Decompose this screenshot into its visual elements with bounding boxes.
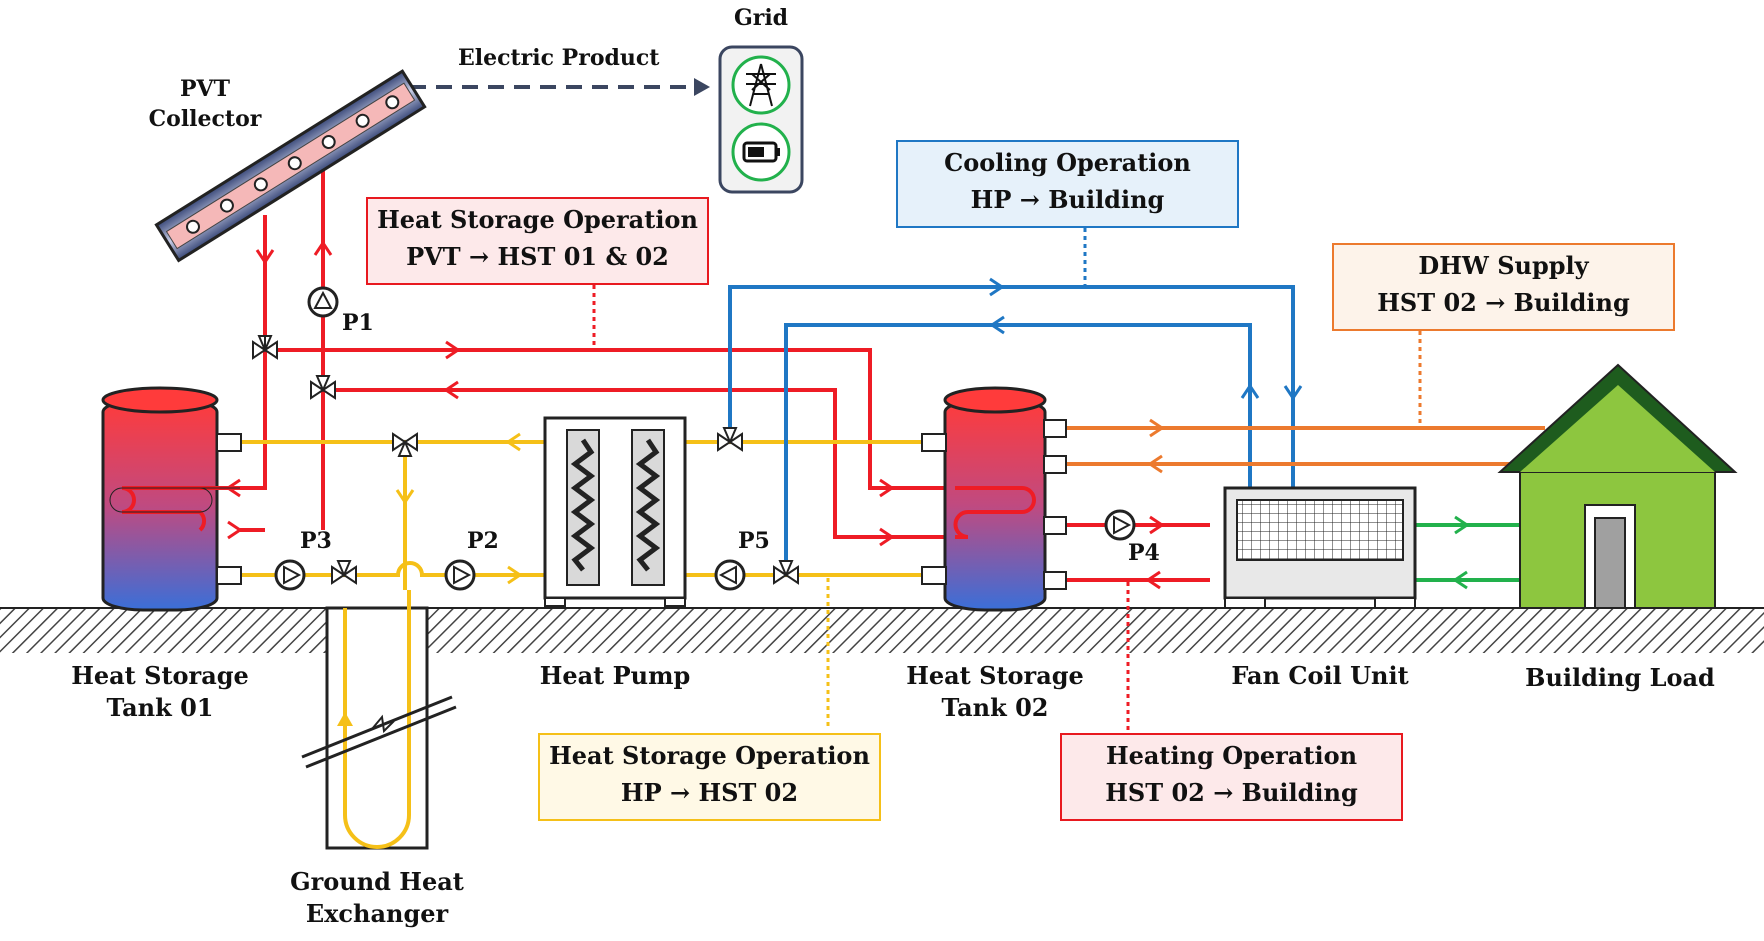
op-heat-storage-hp: Heat Storage Operation HP → HST 02: [538, 733, 881, 821]
op-heat-storage-pvt: Heat Storage Operation PVT → HST 01 & 02: [366, 197, 709, 285]
op-cooling-flow: HP → Building: [970, 185, 1165, 214]
grid-label: Grid: [733, 5, 789, 31]
valve-icon: [252, 335, 799, 585]
pump-icon: [274, 286, 1136, 591]
ghe-label-line1: Ground Heat: [290, 867, 464, 896]
op-heat-storage-hp-flow: HP → HST 02: [620, 778, 799, 807]
heat-pump: [543, 416, 687, 607]
pump-label-p3: P3: [300, 528, 332, 554]
ghe-label-line2: Exchanger: [305, 899, 449, 928]
break-symbol: [301, 695, 457, 769]
heat-pump-label: Heat Pump: [539, 661, 691, 690]
dhw-pipes: [1065, 426, 1545, 466]
battery-icon: [742, 141, 780, 163]
pvt-label-line1: PVT: [180, 76, 230, 102]
tank-01: [101, 386, 242, 612]
grid-box: [718, 45, 804, 194]
ground-hatch: [0, 608, 1764, 653]
hst01-label: Heat Storage Tank 01: [65, 660, 255, 724]
pvt-label-line2: Collector: [148, 106, 262, 132]
op-heat-storage-hp-title: Heat Storage Operation: [549, 741, 870, 770]
pump-label-p4: P4: [1128, 540, 1160, 566]
op-heating-flow: HST 02 → Building: [1105, 778, 1358, 807]
electric-product-label: Electric Product: [458, 45, 660, 71]
pump-label-p2: P2: [467, 528, 499, 554]
tank-02: [921, 386, 1067, 612]
hst02-label: Heat Storage Tank 02: [900, 660, 1090, 724]
cooling-pipes: [728, 285, 1295, 575]
op-dhw: DHW Supply HST 02 → Building: [1332, 243, 1675, 331]
op-cooling: Cooling Operation HP → Building: [896, 140, 1239, 228]
hst02-label-line2: Tank 02: [941, 693, 1049, 722]
ghe-loop: [343, 590, 411, 849]
pump-label-p1: P1: [342, 310, 374, 336]
building-label: Building Load: [1525, 663, 1715, 692]
pvt-collector: [154, 69, 427, 263]
pvt-label: PVT Collector: [140, 74, 270, 134]
pump-label-p5: P5: [738, 528, 770, 554]
op-cooling-title: Cooling Operation: [944, 148, 1191, 177]
op-heat-storage-pvt-title: Heat Storage Operation: [377, 205, 698, 234]
pvt-pipes: [240, 160, 1210, 582]
building: [1497, 363, 1738, 609]
op-heating-title: Heating Operation: [1105, 741, 1358, 770]
hst02-label-line1: Heat Storage: [906, 661, 1084, 690]
transmission-tower-icon: [746, 63, 776, 107]
fan-coil-unit: [1223, 486, 1417, 609]
op-heating: Heating Operation HST 02 → Building: [1060, 733, 1403, 821]
fan-coil-label: Fan Coil Unit: [1231, 661, 1409, 690]
op-dhw-title: DHW Supply: [1418, 251, 1589, 280]
hst01-label-line1: Heat Storage: [71, 661, 249, 690]
op-heat-storage-pvt-flow: PVT → HST 01 & 02: [406, 242, 669, 271]
hst01-label-line2: Tank 01: [106, 693, 214, 722]
ghe-label: Ground Heat Exchanger: [272, 866, 482, 930]
op-dhw-flow: HST 02 → Building: [1377, 288, 1630, 317]
